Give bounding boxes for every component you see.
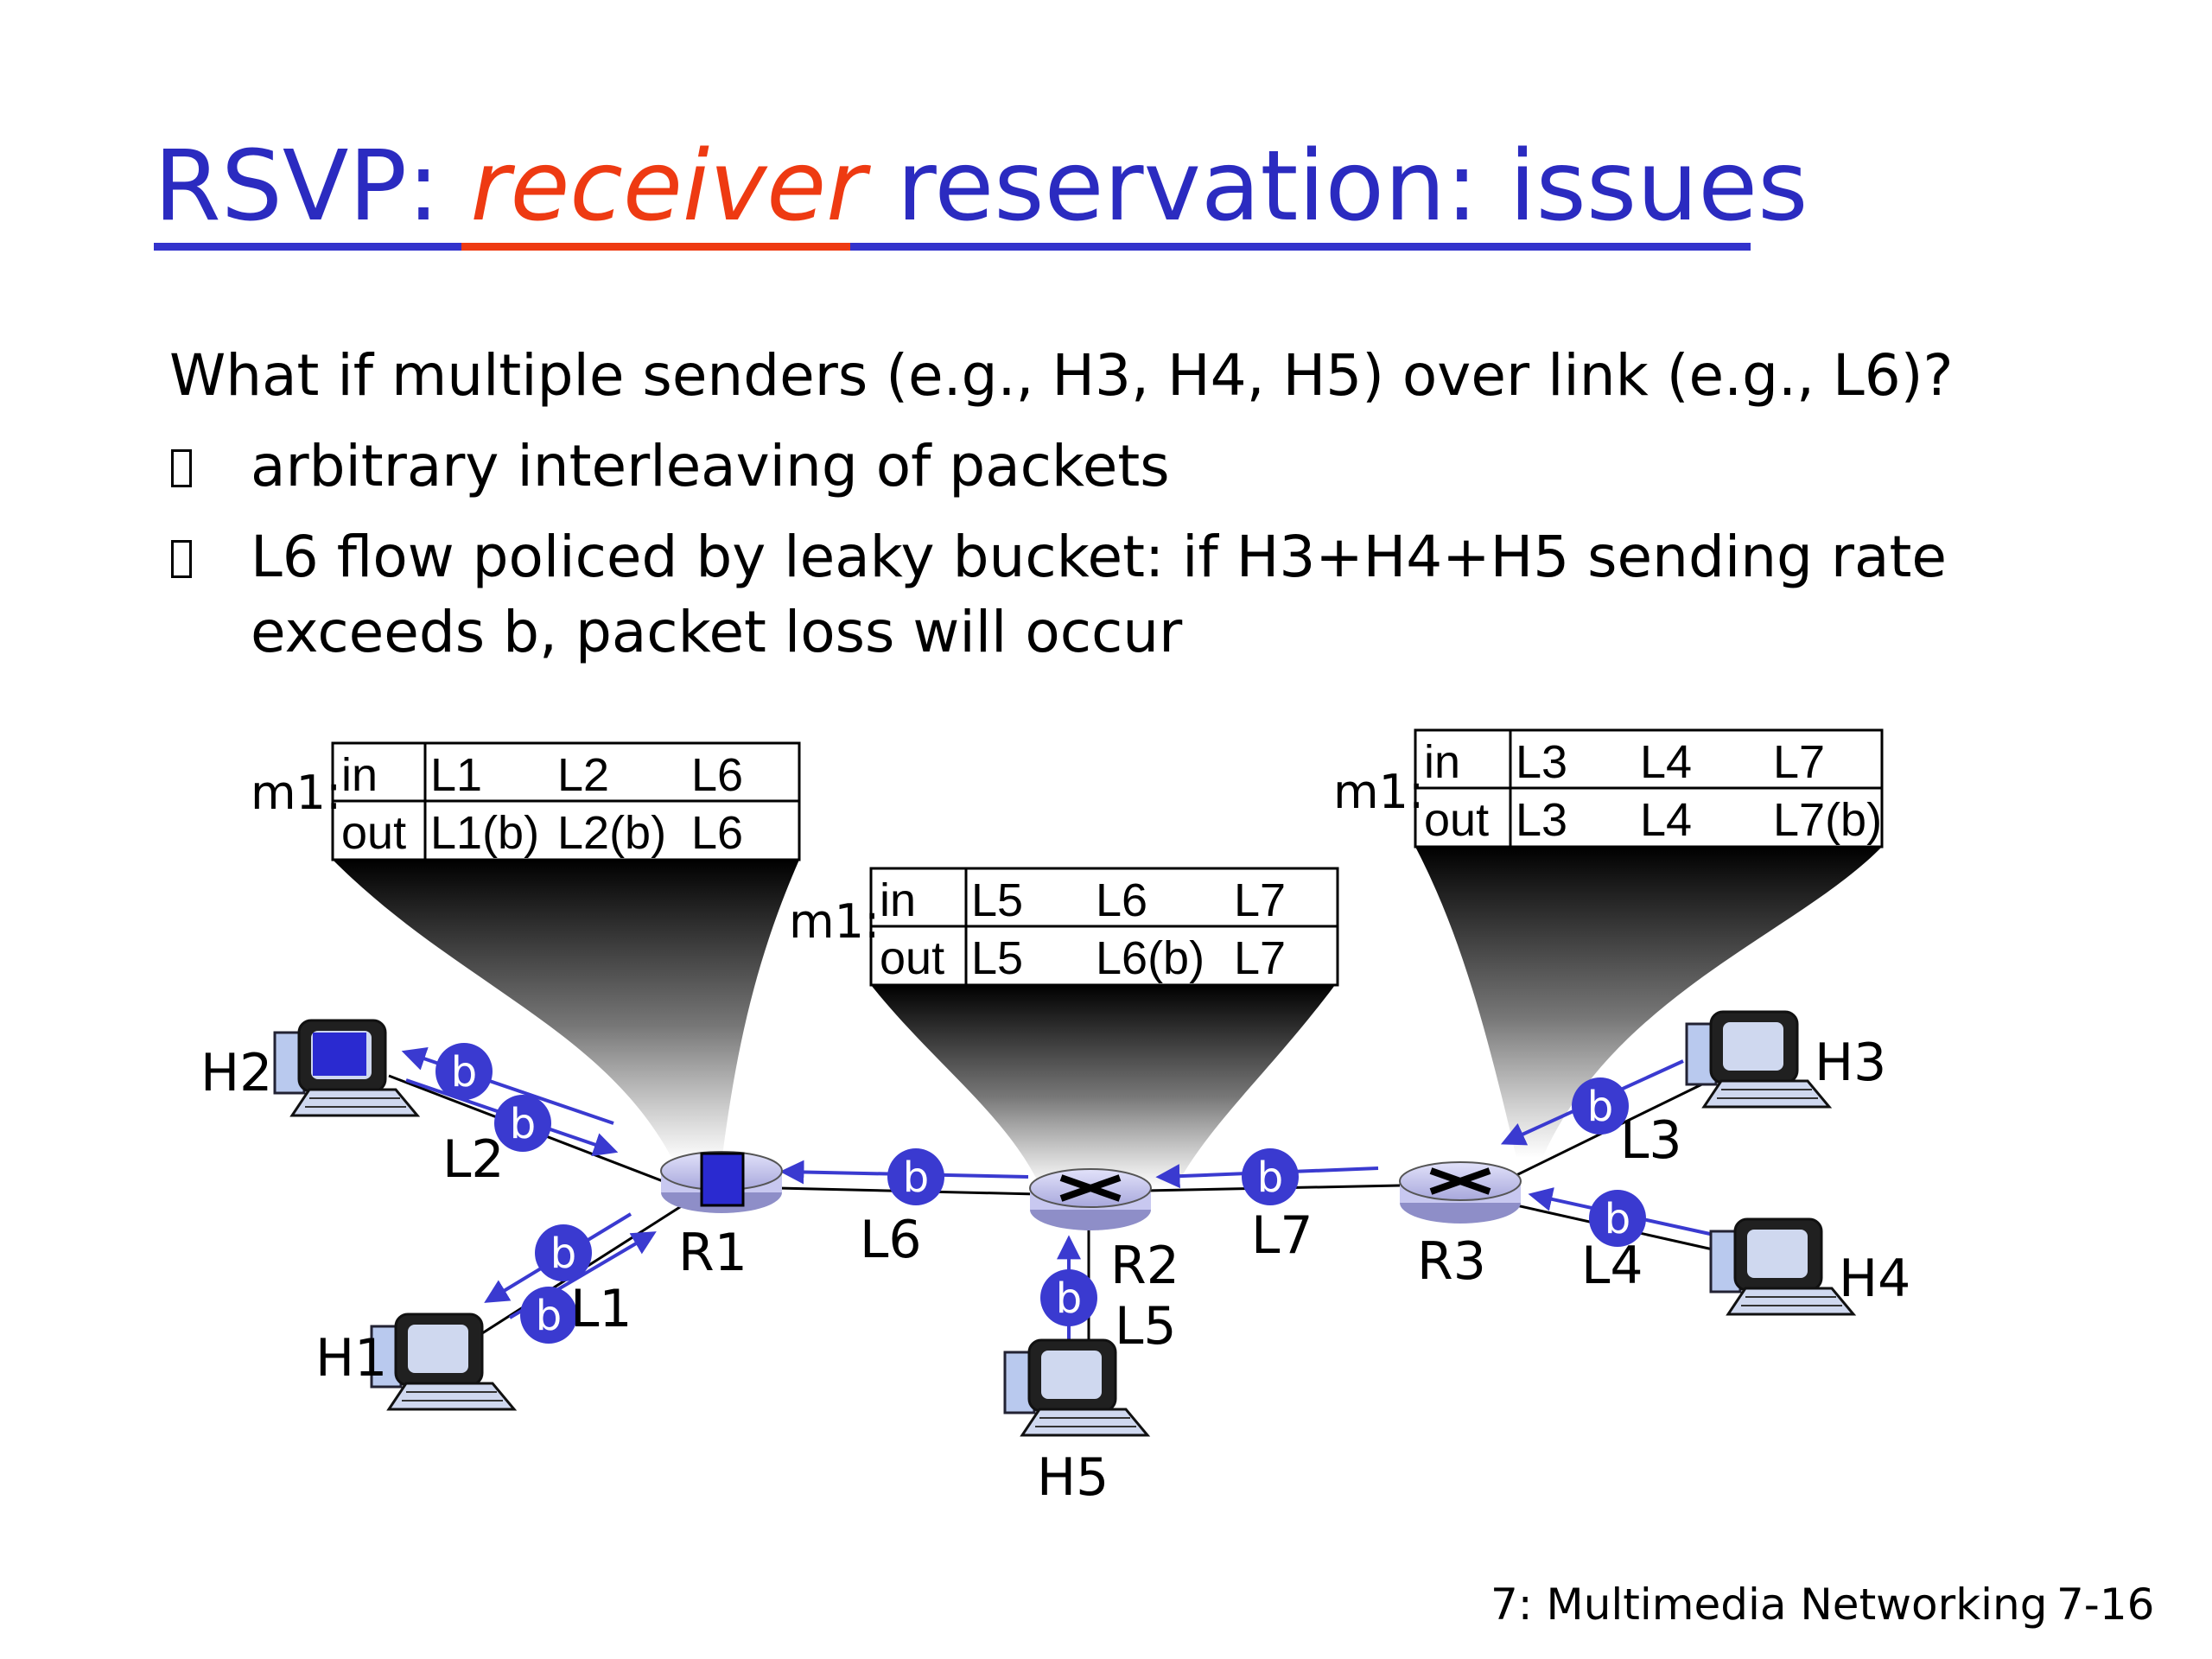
- svg-text:b: b: [536, 1292, 562, 1340]
- host-h2-icon: [273, 1019, 419, 1117]
- table-r2-out-2: L6(b): [1096, 932, 1205, 984]
- table-r2-out-0: out: [880, 932, 944, 984]
- bullet-marker-2: [171, 540, 192, 578]
- link-l7-label: L7: [1251, 1205, 1313, 1266]
- cone-r1: [333, 860, 799, 1162]
- table-r1-out-2: L2(b): [557, 807, 666, 859]
- badge-group: b b b b b b b b b: [435, 1043, 1646, 1344]
- badge-b-3: b: [535, 1224, 592, 1281]
- title-underline-blue-1: [154, 243, 461, 251]
- badge-b-7: b: [1040, 1269, 1097, 1326]
- table-r2-in-1: L5: [971, 874, 1023, 926]
- table-r2-label: m1:: [789, 894, 880, 949]
- host-h2-label: H2: [200, 1043, 272, 1103]
- bullet-1-text: arbitrary interleaving of packets: [251, 433, 1170, 499]
- footer-page: 7-16: [2056, 1580, 2155, 1630]
- badge-b-8: b: [1572, 1077, 1629, 1135]
- link-l2-label: L2: [442, 1129, 505, 1190]
- table-r3-in-2: L4: [1640, 736, 1692, 788]
- table-r3-in-1: L3: [1516, 736, 1567, 788]
- badge-b-9: b: [1589, 1190, 1646, 1247]
- slide-title: RSVP: receiver reservation: issues: [154, 138, 1808, 235]
- table-r2-out-3: L7: [1234, 932, 1286, 984]
- table-r3-in-3: L7: [1773, 736, 1825, 788]
- link-l3-label: L3: [1620, 1110, 1682, 1171]
- router-r1: [660, 1151, 783, 1213]
- title-underline-red: [461, 243, 850, 251]
- table-r2-in-3: L7: [1234, 874, 1286, 926]
- table-r1-in-1: L1: [430, 749, 482, 801]
- link-l1-label: L1: [570, 1279, 632, 1339]
- router-r3: [1399, 1161, 1522, 1224]
- title-part-receiver: receiver: [470, 130, 867, 243]
- svg-text:b: b: [451, 1048, 477, 1096]
- title-part-rest: reservation: issues: [866, 130, 1808, 243]
- table-r1-out-1: L1(b): [430, 807, 539, 859]
- link-l5-label: L5: [1115, 1296, 1177, 1357]
- table-r1-out-0: out: [341, 807, 406, 859]
- table-r2-in-2: L6: [1096, 874, 1147, 926]
- host-h1-label: H1: [315, 1328, 387, 1389]
- table-r1-out-3: L6: [691, 807, 743, 859]
- question-text: What if multiple senders (e.g., H3, H4, …: [169, 342, 1954, 409]
- svg-text:b: b: [1257, 1154, 1283, 1202]
- link-l6-label: L6: [860, 1210, 922, 1270]
- svg-text:b: b: [1605, 1195, 1630, 1243]
- router-r2-label: R2: [1110, 1236, 1179, 1296]
- table-r2-out-1: L5: [971, 932, 1023, 984]
- host-h3-label: H3: [1815, 1033, 1886, 1093]
- table-r1-in-3: L6: [691, 749, 743, 801]
- host-h4-icon: [1709, 1217, 1855, 1316]
- bullet-2-text: L6 flow policed by leaky bucket: if H3+H…: [251, 524, 1947, 590]
- table-r3: [1414, 728, 1884, 849]
- table-r1-label: m1:: [251, 766, 341, 820]
- badge-b-2: b: [494, 1095, 551, 1152]
- svg-text:b: b: [1056, 1274, 1082, 1323]
- badge-b-6: b: [1242, 1148, 1299, 1205]
- host-h3-icon: [1685, 1010, 1831, 1109]
- table-r3-out-3: L7(b): [1773, 794, 1882, 846]
- cone-r3: [1415, 847, 1882, 1158]
- table-r3-out-1: L3: [1516, 794, 1567, 846]
- badge-b-1: b: [435, 1043, 493, 1100]
- table-r3-out-2: L4: [1640, 794, 1692, 846]
- table-r1: [331, 741, 801, 861]
- host-h4-label: H4: [1839, 1249, 1910, 1309]
- svg-text:b: b: [510, 1100, 536, 1148]
- router-r2: [1029, 1168, 1152, 1230]
- link-l4-label: L4: [1581, 1236, 1643, 1296]
- svg-text:b: b: [1587, 1083, 1613, 1131]
- table-r1-in-0: in: [341, 749, 378, 801]
- table-r3-in-0: in: [1424, 736, 1460, 788]
- table-r2-in-0: in: [880, 874, 916, 926]
- router-r1-label: R1: [678, 1223, 747, 1283]
- table-r2: [869, 867, 1339, 987]
- host-h5-label: H5: [1037, 1447, 1109, 1508]
- table-r3-label: m1:: [1333, 765, 1424, 819]
- cone-r2: [871, 985, 1335, 1188]
- svg-text:b: b: [903, 1154, 929, 1202]
- bullet-2-text-cont: exceeds b, packet loss will occur: [251, 599, 1183, 665]
- title-underline-blue-2: [850, 243, 1751, 251]
- footer-chapter: 7: Multimedia Networking: [1491, 1580, 2048, 1630]
- router-r3-label: R3: [1417, 1231, 1486, 1292]
- bullet-marker-1: [171, 449, 192, 487]
- svg-text:b: b: [550, 1230, 576, 1278]
- table-r3-out-0: out: [1424, 794, 1489, 846]
- badge-b-4: b: [520, 1287, 577, 1344]
- badge-b-5: b: [887, 1148, 944, 1205]
- table-r1-in-2: L2: [557, 749, 609, 801]
- host-h1-icon: [370, 1313, 516, 1411]
- title-part-rsvp: RSVP:: [154, 130, 471, 243]
